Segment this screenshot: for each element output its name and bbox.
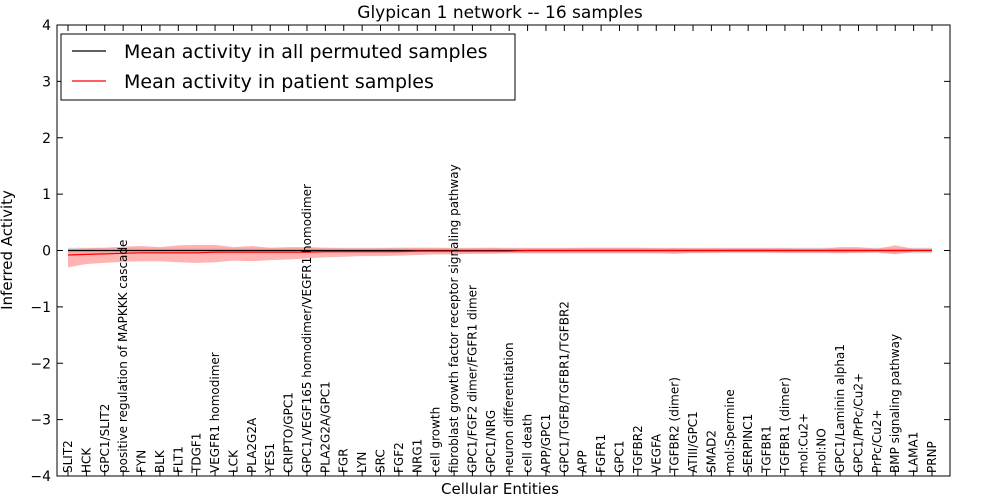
x-category-label: FYN	[135, 450, 149, 473]
legend-label-patient: Mean activity in patient samples	[124, 71, 434, 93]
legend: Mean activity in all permuted samples Me…	[60, 33, 516, 101]
x-category-label: neuron differentiation	[502, 342, 516, 473]
x-category-label: PLA2G2A/GPC1	[318, 381, 332, 473]
x-category-label: LCK	[226, 449, 240, 473]
x-category-label: NRG1	[410, 439, 424, 473]
x-category-label: GPC1/Laminin alpha1	[833, 344, 847, 473]
x-category-label: LYN	[355, 452, 369, 473]
y-tick-label: −2	[30, 356, 51, 372]
x-category-label: GPC1/PrPc/Cu2+	[852, 373, 866, 473]
y-tick-label: −1	[30, 300, 51, 316]
x-category-label: SLIT2	[61, 440, 75, 473]
x-category-label: SMAD2	[704, 430, 718, 473]
legend-label-permuted: Mean activity in all permuted samples	[124, 41, 487, 63]
x-category-label: TGFBR2	[631, 425, 645, 474]
y-tick-label: 0	[42, 244, 51, 260]
x-category-label: PrPc/Cu2+	[870, 409, 884, 473]
y-tick-label: 2	[42, 131, 51, 147]
x-category-label: LAMA1	[907, 432, 921, 473]
x-category-label: GPC1/VEGF165 homodimer/VEGFR1 homodimer	[300, 184, 314, 473]
x-category-label: YES1	[263, 443, 277, 474]
x-category-label: TGFBR1	[760, 425, 774, 474]
legend-box	[60, 33, 516, 101]
x-category-label: cell growth	[429, 407, 443, 473]
x-category-label: fibroblast growth factor receptor signal…	[447, 164, 461, 473]
x-category-label: FGFR1	[594, 434, 608, 473]
x-category-label: PLA2G2A	[245, 417, 259, 473]
y-tick-label: 1	[42, 187, 51, 203]
x-axis-title: Cellular Entities	[441, 480, 559, 498]
y-axis-title: Inferred Activity	[0, 190, 16, 310]
y-tick-label: −3	[30, 413, 51, 429]
x-category-label: GPC1/NRG	[484, 410, 498, 473]
x-category-label: VEGFR1 homodimer	[208, 352, 222, 473]
x-category-label: TDGF1	[190, 433, 204, 474]
x-category-label: cell death	[521, 414, 535, 473]
x-category-label: HCK	[79, 447, 93, 473]
x-category-label: positive regulation of MAPKKK cascade	[116, 240, 130, 473]
chart-title: Glypican 1 network -- 16 samples	[357, 3, 643, 23]
x-category-label: APP/GPC1	[539, 414, 553, 473]
x-category-label: BMP signaling pathway	[888, 334, 902, 473]
x-category-label: PRNP	[925, 441, 939, 473]
x-category-label: FLT1	[171, 446, 185, 473]
x-category-label: TGFBR1 (dimer)	[778, 377, 792, 474]
x-category-label: GPC1/SLIT2	[98, 404, 112, 473]
x-category-label: GPC1/TGFB/TGFBR1/TGFBR2	[557, 301, 571, 473]
x-category-label: SERPINC1	[741, 414, 755, 473]
x-category-label: GPC1/FGF2 dimer/FGFR1 dimer	[465, 285, 479, 473]
x-category-label: GPC1	[613, 440, 627, 473]
x-category-label: CRIPTO/GPC1	[282, 392, 296, 473]
x-category-label: FGR	[337, 448, 351, 473]
x-category-label: SRC	[374, 449, 388, 473]
x-category-label: mol:NO	[815, 428, 829, 473]
x-category-label: VEGFA	[649, 433, 663, 473]
line-series-1	[67, 249, 932, 256]
x-category-label: FGF2	[392, 442, 406, 473]
x-category-label: ATIII/GPC1	[686, 411, 700, 473]
x-category-label: TGFBR2 (dimer)	[668, 377, 682, 474]
x-category-label: BLK	[153, 449, 167, 473]
y-tick-label: 4	[42, 18, 51, 34]
x-category-label: mol:Cu2+	[796, 413, 810, 473]
x-category-label: mol:Spermine	[723, 389, 737, 473]
y-tick-label: −4	[30, 469, 51, 485]
y-tick-label: 3	[42, 74, 51, 90]
x-category-label: APP	[576, 450, 590, 473]
